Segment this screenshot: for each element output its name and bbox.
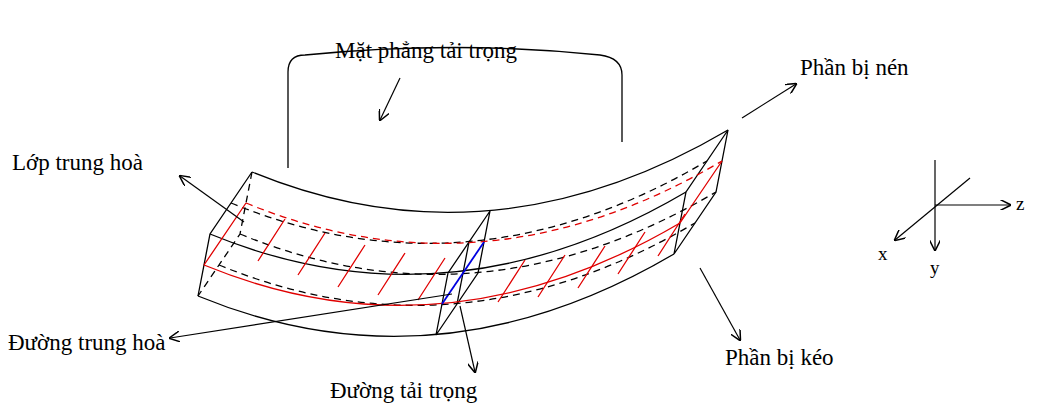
neutral-hatch [258,214,685,302]
leader-line [380,78,400,120]
neutral-layer-edge [204,161,722,265]
axis-z [935,204,1010,205]
axis-label: y [930,258,940,279]
neutral-layer-back [246,161,722,243]
leader-line [742,84,796,118]
plane-label: Mặt phẳng tải trọng [335,38,517,63]
neutral-layer-front [204,223,680,305]
axis-x [895,178,970,240]
part-label: Đường trung hoà [8,330,166,355]
beam-edge [252,130,728,212]
part-label: Lớp trung hoà [12,150,143,175]
leader-line [700,268,740,340]
part-label: Đường tải trọng [330,378,477,403]
leader-line [460,306,475,372]
load-plane-trace [231,161,707,243]
leader-line [170,294,452,338]
part-label: Phần bị kéo [725,345,834,370]
axis-y [934,160,935,250]
beam-edge [210,192,686,274]
leader-line [180,176,244,222]
load-plane-outline [288,48,622,169]
axis-label: z [1016,194,1024,215]
cross-section [436,211,490,335]
axis-label: x [878,244,888,265]
part-label: Phần bị nén [800,55,909,80]
beam-edge [198,254,674,336]
